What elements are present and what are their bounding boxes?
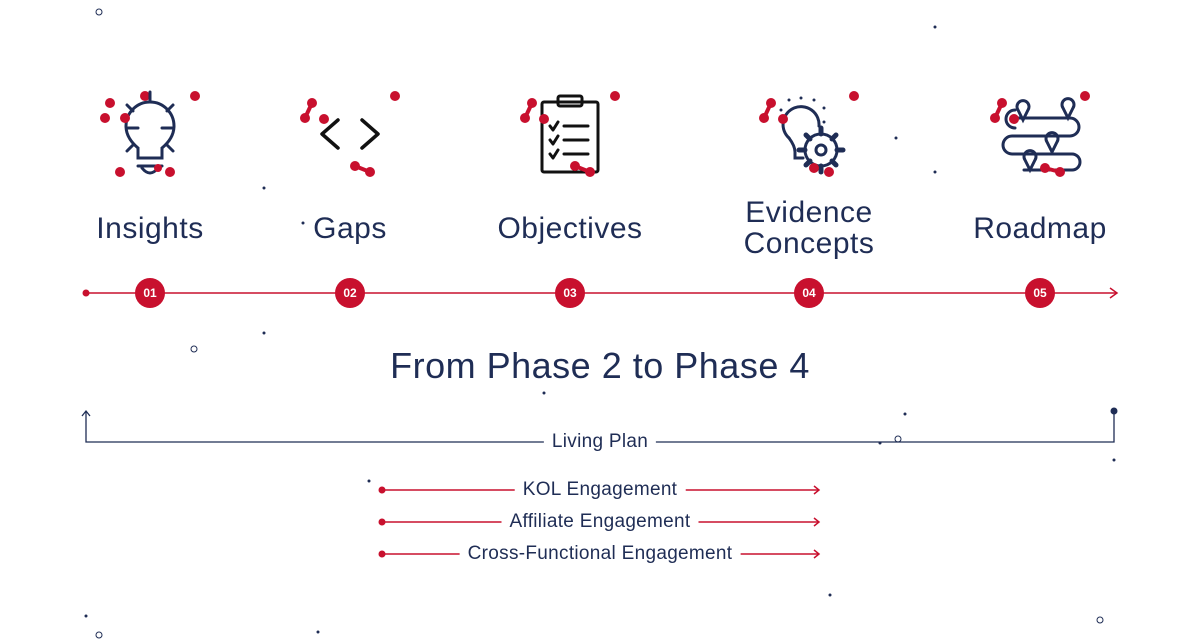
step-marker-03: 03 (555, 278, 585, 308)
code-brackets-icon (300, 91, 400, 177)
engagement-label-affiliate: Affiliate Engagement (501, 511, 699, 533)
diagram-title: From Phase 2 to Phase 4 (390, 345, 810, 386)
step-marker-04: 04 (794, 278, 824, 308)
step-marker-01: 01 (135, 278, 165, 308)
engagement-label-cross-functional: Cross-Functional Engagement (459, 543, 741, 565)
step-marker-02: 02 (335, 278, 365, 308)
lightbulb-icon (100, 90, 200, 177)
step-marker-05: 05 (1025, 278, 1055, 308)
timeline (86, 287, 1119, 299)
phase-label-objectives: Objectives (497, 212, 643, 245)
decorative-dots (95, 8, 1104, 639)
roadmap-path-icon (990, 91, 1090, 177)
engagement-label-kol: KOL Engagement (514, 479, 686, 501)
phase-label-insights: Insights (96, 212, 204, 245)
clipboard-checklist-icon (520, 91, 620, 177)
phase-label-gaps: Gaps (313, 212, 387, 245)
phase-label-roadmap: Roadmap (973, 212, 1107, 245)
living-plan-label: Living Plan (543, 431, 657, 453)
lightbulb-gear-icon (759, 91, 859, 177)
phase-label-evidence-concepts: Evidence Concepts (743, 196, 875, 260)
